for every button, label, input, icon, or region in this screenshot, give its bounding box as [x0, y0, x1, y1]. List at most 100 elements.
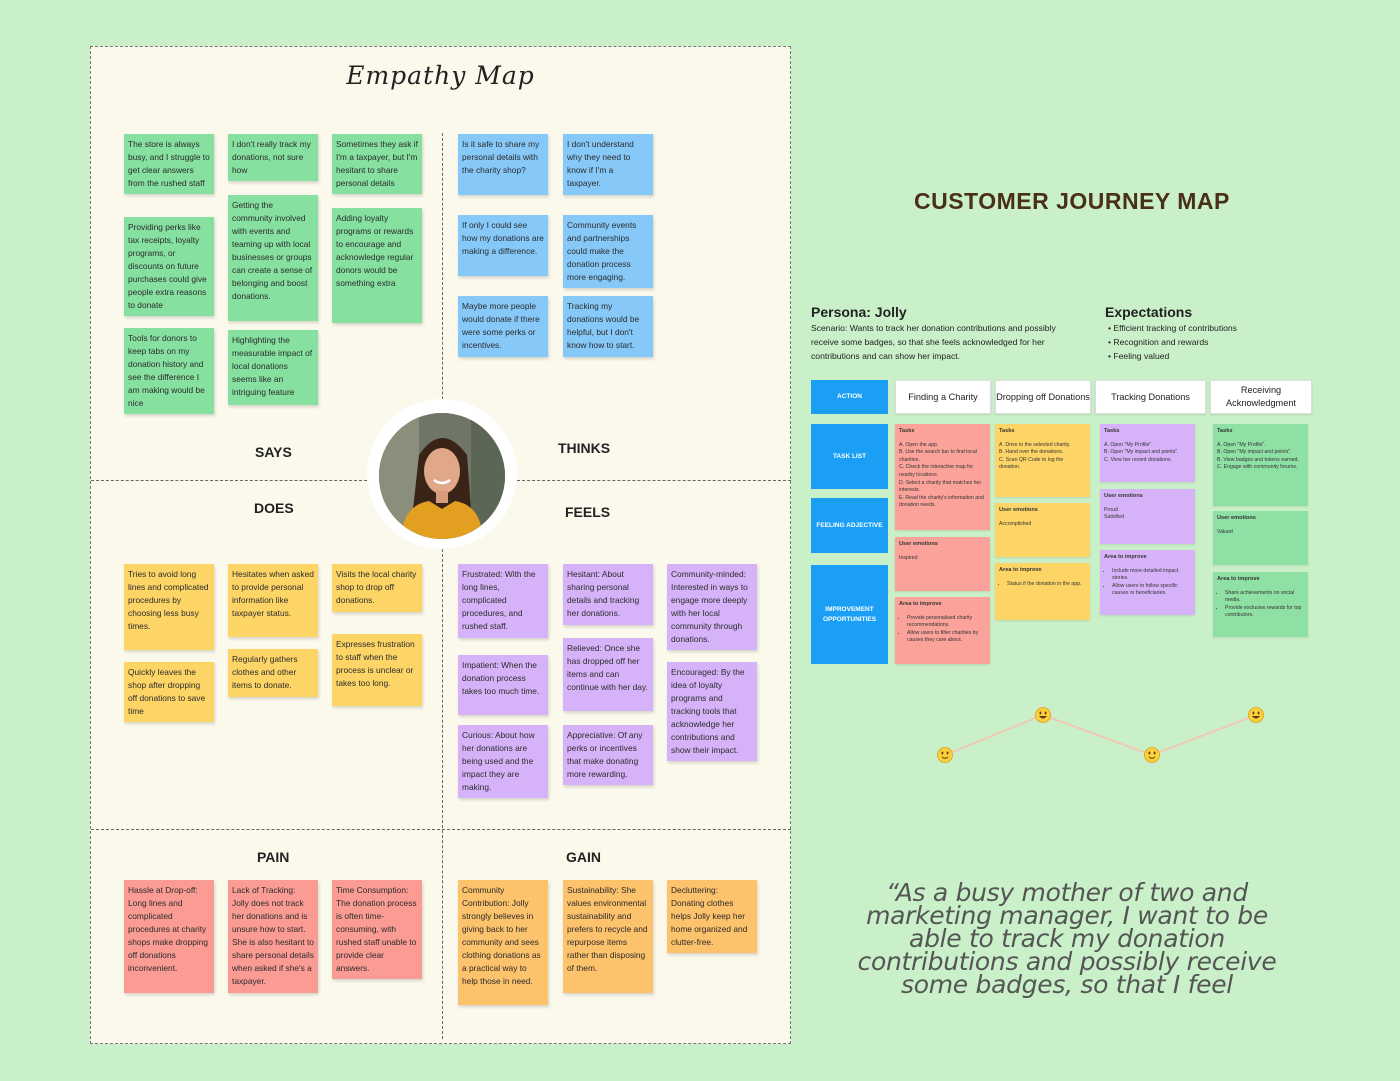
quadrant-label-says: SAYS — [255, 444, 292, 460]
divider-vertical-top — [442, 133, 443, 479]
sticky-note-says: Getting the community involved with even… — [228, 195, 318, 321]
sticky-note-feels: Appreciative: Of any perks or incentives… — [563, 725, 653, 785]
improve-card: Area to improve Status if the donation i… — [995, 563, 1090, 620]
task-card-text: A. Open the app. B. Use the search bar t… — [899, 441, 984, 509]
task-card-label: Tasks — [999, 428, 1015, 434]
expectations-heading: Expectations — [1105, 304, 1193, 320]
task-card-label: Tasks — [1217, 428, 1233, 434]
sticky-note-does: Quickly leaves the shop after dropping o… — [124, 662, 214, 722]
sticky-note-feels: Impatient: When the donation process tak… — [458, 655, 548, 715]
emotion-curve-line — [944, 713, 1257, 757]
sticky-note-says: Tools for donors to keep tabs on my dona… — [124, 328, 214, 414]
sticky-note-feels: Hesitant: About sharing personal details… — [563, 564, 653, 625]
quadrant-label-pain: PAIN — [257, 849, 290, 865]
sticky-note-thinks: Community events and partnerships could … — [563, 215, 653, 288]
sticky-note-thinks: Is it safe to share my personal details … — [458, 134, 548, 195]
divider-horizontal-lower — [91, 829, 791, 830]
sticky-note-thinks: Tracking my donations would be helpful, … — [563, 296, 653, 357]
improve-card: Area to improve Include more detailed im… — [1100, 550, 1195, 615]
row-header-action: ACTION — [811, 380, 888, 414]
sticky-note-feels: Encouraged: By the idea of loyalty progr… — [667, 662, 757, 761]
persona-scenario: Scenario: Wants to track her donation co… — [811, 323, 1056, 361]
emotion-card-text: Proud Satisfied — [1104, 506, 1124, 521]
stage-acknowledgment: Receiving Acknowledgment — [1210, 380, 1312, 414]
task-card: Tasks A. Open "My Profile". B. Open "My … — [1213, 424, 1308, 506]
quadrant-label-does: DOES — [254, 500, 294, 516]
persona-avatar — [379, 413, 505, 539]
task-card-text: A. Open "My Profile". B. Open "My impact… — [1104, 441, 1179, 463]
stage-finding-charity: Finding a Charity — [895, 380, 991, 414]
sticky-note-thinks: I don't understand why they need to know… — [563, 134, 653, 195]
emotion-card-label: User emotions — [1217, 515, 1256, 521]
sticky-note-says: Providing perks like tax receipts, loyal… — [124, 217, 214, 316]
grin-emoji-icon — [1035, 707, 1051, 723]
divider-horizontal-right — [517, 480, 791, 481]
sticky-note-feels: Curious: About how her donations are bei… — [458, 725, 548, 798]
sticky-note-feels: Frustrated: With the long lines, complic… — [458, 564, 548, 638]
emotion-card-text: Valued — [1217, 528, 1233, 535]
sticky-note-feels: Community-minded: Interested in ways to … — [667, 564, 757, 650]
row-header-feeling: FEELING ADJECTIVE — [811, 498, 888, 553]
sticky-note-pain: Time Consumption: The donation process i… — [332, 880, 422, 979]
task-card-text: A. Open "My Profile". B. Open "My impact… — [1217, 441, 1299, 471]
row-header-task-list: TASK LIST — [811, 424, 888, 489]
grin-emoji-icon — [1248, 707, 1264, 723]
sticky-note-feels: Relieved: Once she has dropped off her i… — [563, 638, 653, 711]
persona-heading: Persona: Jolly — [811, 304, 907, 320]
improve-item: Share achievements on social media. — [1225, 590, 1304, 605]
quadrant-label-gain: GAIN — [566, 849, 601, 865]
improve-item: Provide personalised charity recommendat… — [907, 615, 986, 630]
emotion-card-text: Accomplished — [999, 520, 1032, 527]
improve-card-label: Area to improve — [999, 567, 1042, 573]
divider-horizontal-left — [91, 480, 367, 481]
sticky-note-says: The store is always busy, and I struggle… — [124, 134, 214, 194]
improve-item: Status if the donation in the app. — [1007, 581, 1086, 589]
sticky-note-says: Adding loyalty programs or rewards to en… — [332, 208, 422, 323]
emotion-card: User emotions Inspired — [895, 537, 990, 591]
sticky-note-does: Tries to avoid long lines and complicate… — [124, 564, 214, 650]
slight-smile-emoji-icon — [1144, 747, 1160, 763]
journey-map-title: CUSTOMER JOURNEY MAP — [914, 188, 1230, 214]
sticky-note-does: Regularly gathers clothes and other item… — [228, 649, 318, 697]
improve-card-label: Area to improve — [899, 601, 942, 607]
task-card: Tasks A. Open the app. B. Use the search… — [895, 424, 990, 530]
task-card-label: Tasks — [1104, 428, 1120, 434]
task-card: Tasks A. Open "My Profile". B. Open "My … — [1100, 424, 1195, 482]
emotion-card: User emotions Accomplished — [995, 503, 1090, 557]
sticky-note-does: Expresses frustration to staff when the … — [332, 634, 422, 706]
sticky-note-gain: Community Contribution: Jolly strongly b… — [458, 880, 548, 1005]
task-card-text: A. Drive to the selected charity. B. Han… — [999, 441, 1071, 471]
task-card-label: Tasks — [899, 428, 915, 434]
improve-item: Allow users to filter charities by cause… — [907, 630, 986, 645]
improve-item: Provide exclusive rewards for top contri… — [1225, 605, 1304, 620]
persona-quote: “As a busy mother of two and marketing m… — [857, 878, 1277, 999]
improve-card: Area to improve Provide personalised cha… — [895, 597, 990, 664]
improve-card-label: Area to improve — [1217, 576, 1260, 582]
expectations-list: Efficient tracking of contributions Reco… — [1108, 321, 1237, 363]
quadrant-label-feels: FEELS — [565, 504, 611, 520]
sticky-note-does: Visits the local charity shop to drop of… — [332, 564, 422, 612]
improve-card: Area to improve Share achievements on so… — [1213, 572, 1308, 637]
sticky-note-pain: Lack of Tracking: Jolly does not track h… — [228, 880, 318, 993]
slight-smile-emoji-icon — [937, 747, 953, 763]
empathy-map-title: Empathy Map — [346, 61, 535, 90]
expectation-item: Feeling valued — [1108, 349, 1237, 363]
sticky-note-pain: Hassle at Drop-off: Long lines and compl… — [124, 880, 214, 993]
emotion-card-label: User emotions — [999, 507, 1038, 513]
emotion-curve-chart — [937, 707, 1264, 763]
sticky-note-thinks: If only I could see how my donations are… — [458, 215, 548, 276]
emotion-card: User emotions Valued — [1213, 511, 1308, 565]
row-header-improvement: IMPROVEMENT OPPORTUNITIES — [811, 565, 888, 664]
task-card: Tasks A. Drive to the selected charity. … — [995, 424, 1090, 497]
emotion-card-text: Inspired — [899, 554, 918, 561]
sticky-note-says: I don't really track my donations, not s… — [228, 134, 318, 181]
improve-card-label: Area to improve — [1104, 554, 1147, 560]
sticky-note-does: Hesitates when asked to provide personal… — [228, 564, 318, 637]
expectation-item: Recognition and rewards — [1108, 335, 1237, 349]
sticky-note-says: Sometimes they ask if I'm a taxpayer, bu… — [332, 134, 422, 194]
stage-tracking: Tracking Donations — [1095, 380, 1206, 414]
emotion-card-label: User emotions — [1104, 493, 1143, 499]
divider-vertical-bottom — [442, 549, 443, 1039]
expectation-item: Efficient tracking of contributions — [1108, 321, 1237, 335]
emotion-card: User emotions Proud Satisfied — [1100, 489, 1195, 544]
